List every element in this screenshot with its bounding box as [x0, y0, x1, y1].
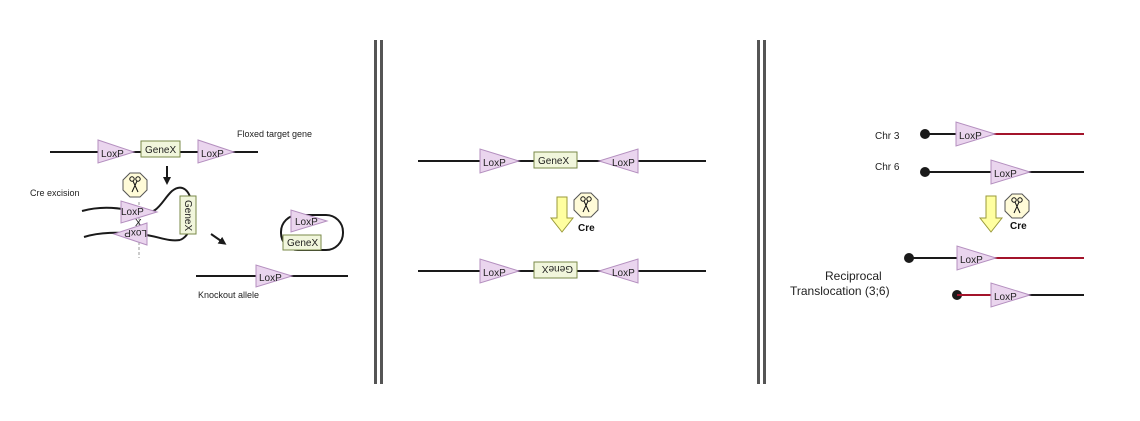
floxed-target-gene-label: Floxed target gene	[237, 129, 312, 139]
loxp-label: LoxP	[483, 268, 506, 279]
arrow-diagonal-icon	[210, 233, 227, 245]
loxp-label: LoxP	[994, 292, 1017, 303]
scissors-icon	[1011, 197, 1023, 214]
cre-excision-label: Cre excision	[30, 188, 80, 198]
loxp-label: LoxP	[259, 273, 282, 284]
genex-label: GeneX	[182, 200, 193, 231]
chr6-label: Chr 6	[875, 162, 900, 173]
excised-circle: LoxP GeneX	[280, 209, 344, 251]
genex-box: GeneX	[140, 140, 181, 158]
arrow-down-icon	[978, 195, 1004, 233]
genex-label: GeneX	[145, 145, 176, 156]
knockout-allele-label: Knockout allele	[198, 290, 259, 300]
loxp-label: LoxP	[121, 207, 144, 218]
loxp-label: LoxP	[101, 149, 124, 160]
cre-label: Cre	[578, 223, 595, 234]
panel-divider-left	[374, 40, 383, 384]
loxp-label: LoxP	[612, 158, 635, 169]
scissors-icon	[129, 176, 141, 193]
genex-label: GeneX	[542, 263, 573, 274]
panel-inversion: LoxP GeneX LoxP Cre LoxP	[418, 148, 706, 284]
loxp-label: LoxP	[295, 217, 318, 228]
reciprocal-label-line2: Translocation (3;6)	[790, 284, 890, 298]
loxp-label: LoxP	[994, 169, 1017, 180]
chr3-label: Chr 3	[875, 131, 900, 142]
loxp-site-reverse: LoxP	[597, 148, 639, 174]
loxp-site-left: LoxP	[97, 139, 136, 164]
loxp-site-lower-excision: LoxP	[112, 222, 148, 246]
loxp-site-right: LoxP	[197, 139, 236, 164]
scissors-icon	[580, 196, 592, 213]
loxp-site-reverse: LoxP	[597, 258, 639, 284]
reciprocal-label-line1: Reciprocal	[825, 269, 882, 283]
loxp-label: LoxP	[124, 227, 147, 238]
loxp-label: LoxP	[960, 255, 983, 266]
panel-floxed-knockout: LoxP GeneX LoxP Floxed target gene Cre e…	[30, 129, 348, 300]
loxp-site-upper-excision: LoxP	[120, 200, 159, 224]
cre-enzyme-icon	[573, 192, 599, 218]
genex-box-circle: GeneX	[282, 234, 322, 251]
loxp-site-forward: LoxP	[479, 258, 521, 284]
panel-translocation: Chr 3 LoxP Chr 6 LoxP Cre R	[790, 121, 1084, 308]
genex-label: GeneX	[287, 238, 318, 249]
loxp-site-chr3: LoxP	[955, 121, 997, 147]
loxp-label: LoxP	[959, 131, 982, 142]
loxp-site-der-a: LoxP	[956, 245, 998, 271]
cre-label: Cre	[1010, 221, 1027, 232]
excision-cross-mark: X	[135, 218, 142, 229]
genex-box-vertical: GeneX	[179, 195, 197, 235]
cre-enzyme-icon	[122, 172, 148, 198]
loxp-site-der-b: LoxP	[990, 282, 1032, 308]
genex-box-inverted: GeneX	[533, 261, 578, 279]
loxp-label: LoxP	[201, 149, 224, 160]
loxp-label: LoxP	[483, 158, 506, 169]
loxp-site-chr6: LoxP	[990, 159, 1032, 185]
genex-label: GeneX	[538, 156, 569, 167]
loxp-site-forward: LoxP	[479, 148, 521, 174]
loxp-site-circle: LoxP	[290, 209, 329, 233]
loxp-label: LoxP	[612, 268, 635, 279]
loxp-site-knockout: LoxP	[255, 264, 294, 288]
genex-box: GeneX	[533, 151, 578, 169]
arrow-down-icon	[549, 196, 575, 233]
panel-divider-right	[757, 40, 766, 384]
cre-enzyme-icon	[1004, 193, 1030, 219]
